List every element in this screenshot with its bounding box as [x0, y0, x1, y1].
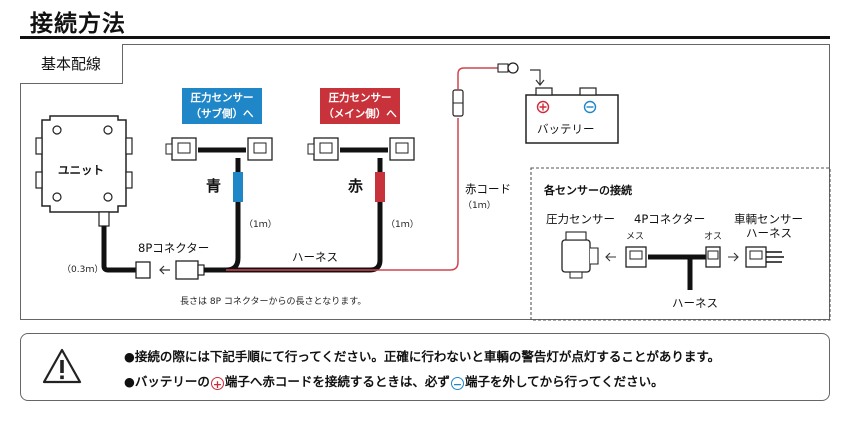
warning-note-2a: ●バッテリーの	[124, 374, 210, 389]
inset-box	[530, 167, 831, 321]
unit-icon	[35, 115, 133, 227]
inset-title: 各センサーの接続	[544, 184, 632, 197]
inset-arrow-right-icon	[728, 252, 739, 262]
sensor-sub-line2: （サブ側）へ	[190, 108, 254, 120]
connector-4p-male-icon	[705, 246, 721, 268]
inset-pressure-sensor: 圧力センサー	[546, 212, 615, 226]
plus-terminal-icon: +	[210, 377, 224, 391]
page-title: 接続方法	[30, 11, 126, 37]
inset-female: メス	[626, 232, 645, 242]
inset-vehicle-harness-line2: ハーネス	[746, 226, 792, 240]
harness-label: ハーネス	[292, 250, 338, 264]
sensor-main-tag: 圧力センサー （メイン側）へ	[320, 88, 400, 124]
arrow-left-icon	[159, 265, 170, 275]
section-label: 基本配線	[20, 44, 123, 84]
connector-8p-female-icon	[135, 261, 151, 279]
connector-sub-left-icon	[165, 137, 197, 161]
connector-4p-female-icon	[625, 246, 647, 268]
sensor-sub-line1: 圧力センサー	[190, 92, 254, 104]
title-rule	[20, 36, 830, 39]
red-label: 赤	[348, 177, 364, 195]
red-cord-label: 赤コード	[465, 182, 511, 196]
battery-minus-icon	[583, 100, 597, 114]
minus-terminal-icon: −	[450, 377, 464, 391]
battery-label: バッテリー	[537, 122, 595, 136]
warning-note-2: ●バッテリーの+端子へ赤コードを接続するときは、必ず−端子を外してから行ってくだ…	[124, 371, 664, 391]
connector-main-right-icon	[389, 137, 415, 161]
blue-label: 青	[206, 177, 222, 195]
length-unit-cable: （0.3ｍ）	[62, 265, 104, 275]
length-note: 長さは 8P コネクターからの長さとなります。	[180, 297, 367, 307]
battery-plus-icon	[536, 100, 550, 114]
sensor-main-line2: （メイン側）へ	[323, 108, 397, 120]
warning-note-1: ●接続の際には下記手順にて行ってください。正確に行わないと車輌の警告灯が点灯する…	[124, 349, 721, 364]
sensor-main-line1: 圧力センサー	[328, 92, 392, 104]
connector-main-left-icon	[307, 137, 339, 161]
warning-box: ●接続の際には下記手順にて行ってください。正確に行わないと車輌の警告灯が点灯する…	[20, 333, 830, 401]
unit-label: ユニット	[58, 163, 104, 177]
inset-male: オス	[704, 232, 723, 242]
warning-note-2b: 端子へ赤コードを接続するときは、必ず	[224, 374, 450, 389]
sensor-sub-tag: 圧力センサー （サブ側）へ	[182, 88, 262, 124]
connector-sub-right-icon	[247, 137, 273, 161]
inset-harness: ハーネス	[672, 296, 718, 310]
inset-connector-4p: 4Pコネクター	[634, 212, 706, 226]
connector-8p-male-icon	[175, 260, 205, 280]
length-red-cord: （1ｍ）	[463, 201, 496, 211]
inset-arrow-left-icon	[605, 252, 616, 262]
length-red: （1ｍ）	[386, 220, 419, 230]
battery-icon	[525, 87, 619, 144]
vehicle-harness-connector-icon	[745, 246, 784, 268]
fuse-holder-icon	[452, 89, 464, 117]
inset-vehicle-harness-line1: 車輌センサー	[734, 212, 803, 226]
arrow-down-icon	[530, 69, 545, 86]
pressure-sensor-icon	[561, 231, 599, 279]
ring-terminal-icon	[497, 62, 519, 74]
connector-8p-label: 8Pコネクター	[138, 241, 210, 255]
length-blue: （1ｍ）	[244, 220, 277, 230]
warning-triangle-icon	[42, 348, 82, 384]
warning-note-2c: 端子を外してから行ってください。	[464, 374, 664, 389]
